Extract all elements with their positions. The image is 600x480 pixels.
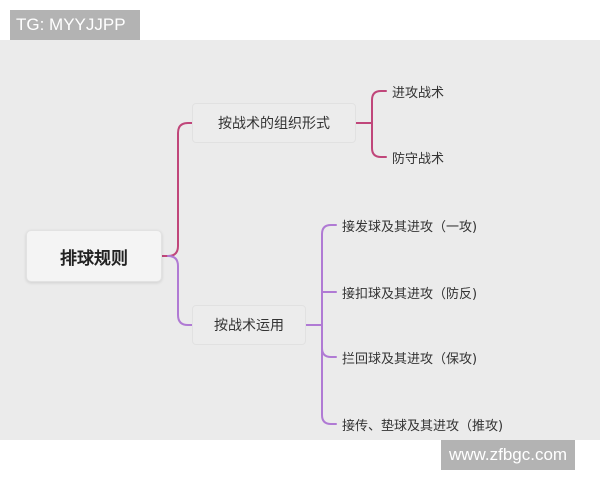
leaf-node-block-return-attack[interactable]: 拦回球及其进攻（保攻) [342,351,478,367]
watermark-bottom: www.zfbgc.com [441,440,576,470]
leaf-node-serve-receive-attack[interactable]: 接发球及其进攻（一攻) [342,219,478,235]
watermark-top: TG: MYYJJPP [10,10,140,40]
branch-node-organization-form[interactable]: 按战术的组织形式 [192,103,356,143]
edge-branch-1-child-1 [371,90,387,124]
mindmap-root-node[interactable]: 排球规则 [26,230,162,282]
leaf-node-spike-receive-attack[interactable]: 接扣球及其进攻（防反) [342,286,478,302]
edge-root-branch-1 [161,122,193,257]
edge-branch-1-child-2 [371,122,387,158]
leaf-node-pass-dig-attack[interactable]: 接传、垫球及其进攻（推攻) [342,418,504,434]
edge-branch-2-child-3 [321,324,337,358]
edge-branch-2-child-1 [321,224,337,326]
edge-root-branch-2 [167,255,193,326]
edge-branch-2-child-4 [321,347,337,425]
leaf-node-defense-tactics[interactable]: 防守战术 [392,151,445,167]
leaf-node-offense-tactics[interactable]: 进攻战术 [392,85,445,101]
branch-node-tactical-application[interactable]: 按战术运用 [192,305,306,345]
